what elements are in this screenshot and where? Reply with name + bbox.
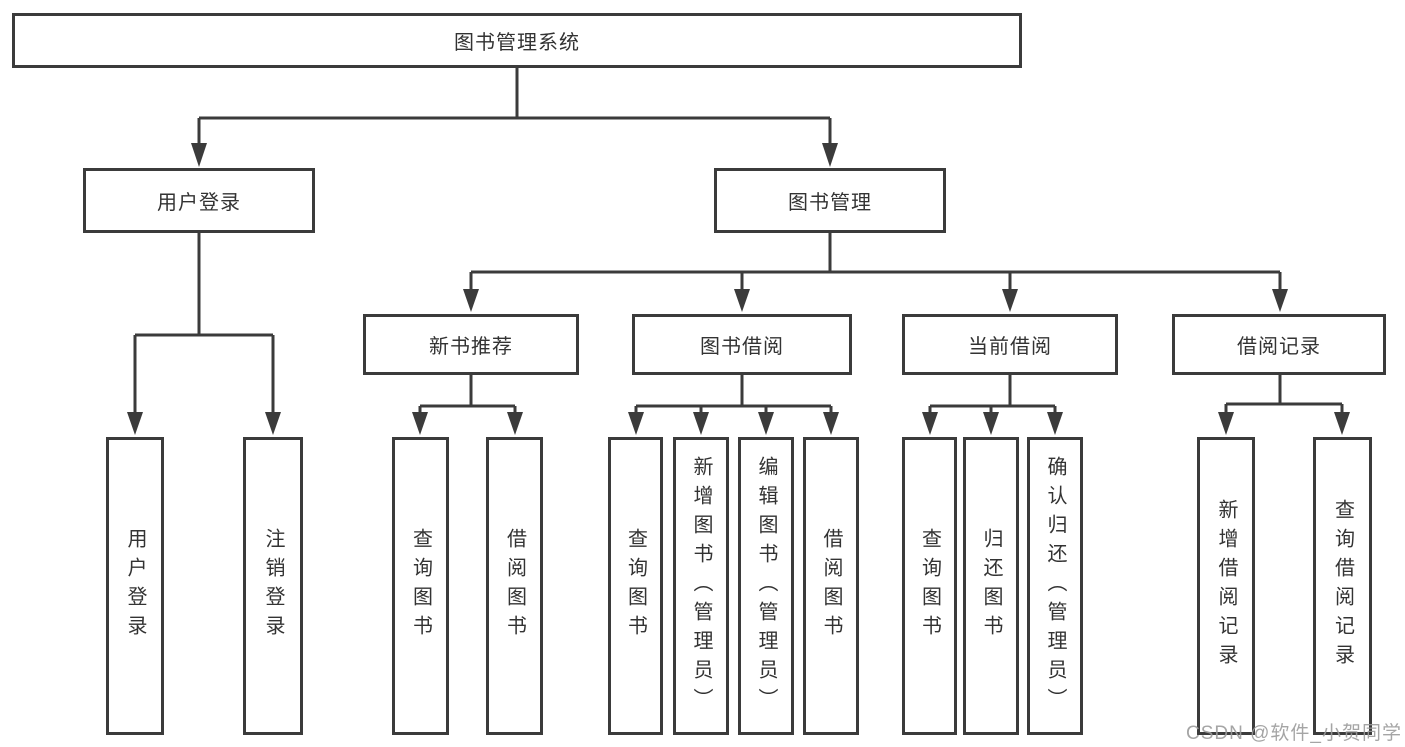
arrowhead: [127, 412, 143, 435]
leaf-recommend-query-books-label: 查询图书: [409, 528, 432, 644]
leaf-user-login-label: 用户登录: [124, 528, 146, 644]
leaf-records-add-record: 新增借阅记录: [1197, 437, 1255, 735]
node-user-login: 用户登录: [83, 168, 315, 233]
leaf-user-login: 用户登录: [106, 437, 164, 735]
leaf-records-query-record: 查询借阅记录: [1313, 437, 1372, 735]
node-borrow-records: 借阅记录: [1172, 314, 1386, 375]
leaf-current-return-books-label: 归还图书: [980, 528, 1002, 644]
leaf-records-query-record-label: 查询借阅记录: [1331, 499, 1354, 673]
node-book-borrow: 图书借阅: [632, 314, 852, 375]
node-user-login-label: 用户登录: [157, 192, 241, 214]
arrowhead: [507, 412, 523, 435]
edge-current-leaves: [928, 375, 1057, 415]
edge-recommend-leaves: [418, 375, 517, 415]
node-new-book-recommend: 新书推荐: [363, 314, 579, 375]
arrowhead: [1218, 412, 1234, 435]
edge-root-level2: [197, 68, 832, 146]
arrowhead: [191, 143, 207, 167]
leaf-logout: 注销登录: [243, 437, 303, 735]
leaf-borrow-edit-books-admin-label: 编辑图书（管理员）: [755, 455, 777, 717]
arrowhead: [822, 143, 838, 167]
arrowhead: [1002, 289, 1018, 312]
leaf-records-add-record-label: 新增借阅记录: [1215, 499, 1237, 673]
node-book-management-label: 图书管理: [788, 192, 872, 214]
arrowhead: [1334, 412, 1350, 435]
arrowhead: [758, 412, 774, 435]
node-root-label: 图书管理系统: [454, 32, 580, 54]
node-borrow-records-label: 借阅记录: [1237, 336, 1321, 358]
arrowhead: [693, 412, 709, 435]
watermark-text: CSDN @软件_小贺同学: [1186, 723, 1402, 744]
leaf-logout-label: 注销登录: [262, 528, 284, 644]
arrowheads: [127, 143, 1350, 435]
leaf-current-query-books: 查询图书: [902, 437, 957, 735]
leaf-borrow-edit-books-admin: 编辑图书（管理员）: [738, 437, 794, 735]
leaf-recommend-borrow-books: 借阅图书: [486, 437, 543, 735]
edge-records-leaves: [1224, 375, 1344, 415]
arrowhead: [922, 412, 938, 435]
node-book-management: 图书管理: [714, 168, 946, 233]
arrowhead: [265, 412, 281, 435]
arrowhead: [983, 412, 999, 435]
arrowhead: [1272, 289, 1288, 312]
leaf-current-confirm-return-admin-label: 确认归还（管理员）: [1044, 455, 1066, 717]
leaf-borrow-query-books-label: 查询图书: [624, 528, 647, 644]
leaf-current-query-books-label: 查询图书: [918, 528, 941, 644]
leaf-borrow-borrow-books-label: 借阅图书: [820, 528, 842, 644]
leaf-current-confirm-return-admin: 确认归还（管理员）: [1027, 437, 1083, 735]
node-new-book-recommend-label: 新书推荐: [429, 336, 513, 358]
arrowhead: [823, 412, 839, 435]
arrowhead: [463, 289, 479, 312]
leaf-recommend-query-books: 查询图书: [392, 437, 449, 735]
node-current-borrow: 当前借阅: [902, 314, 1118, 375]
leaf-borrow-add-books-admin: 新增图书（管理员）: [673, 437, 729, 735]
edge-userlogin-leaves: [133, 233, 275, 415]
node-root: 图书管理系统: [12, 13, 1022, 68]
node-current-borrow-label: 当前借阅: [968, 336, 1052, 358]
arrowhead: [628, 412, 644, 435]
node-book-borrow-label: 图书借阅: [700, 336, 784, 358]
leaf-borrow-query-books: 查询图书: [608, 437, 663, 735]
edge-bookmgmt-level3: [469, 233, 1282, 292]
edge-borrow-leaves: [634, 375, 833, 415]
leaf-recommend-borrow-books-label: 借阅图书: [503, 528, 526, 644]
arrowhead: [412, 412, 428, 435]
arrowhead: [734, 289, 750, 312]
leaf-borrow-borrow-books: 借阅图书: [803, 437, 859, 735]
leaf-current-return-books: 归还图书: [963, 437, 1019, 735]
arrowhead: [1047, 412, 1063, 435]
leaf-borrow-add-books-admin-label: 新增图书（管理员）: [690, 455, 712, 717]
